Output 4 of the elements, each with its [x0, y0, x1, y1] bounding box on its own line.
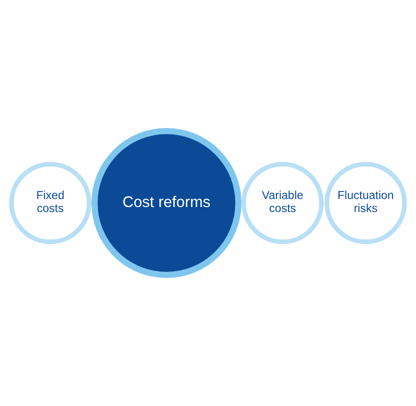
node-circle: Variable costs [241, 162, 324, 244]
node-circle: Fixed costs [9, 162, 92, 244]
node-circle: Fluctuation risks [324, 162, 407, 244]
node-circle: Cost reforms [91, 128, 242, 278]
